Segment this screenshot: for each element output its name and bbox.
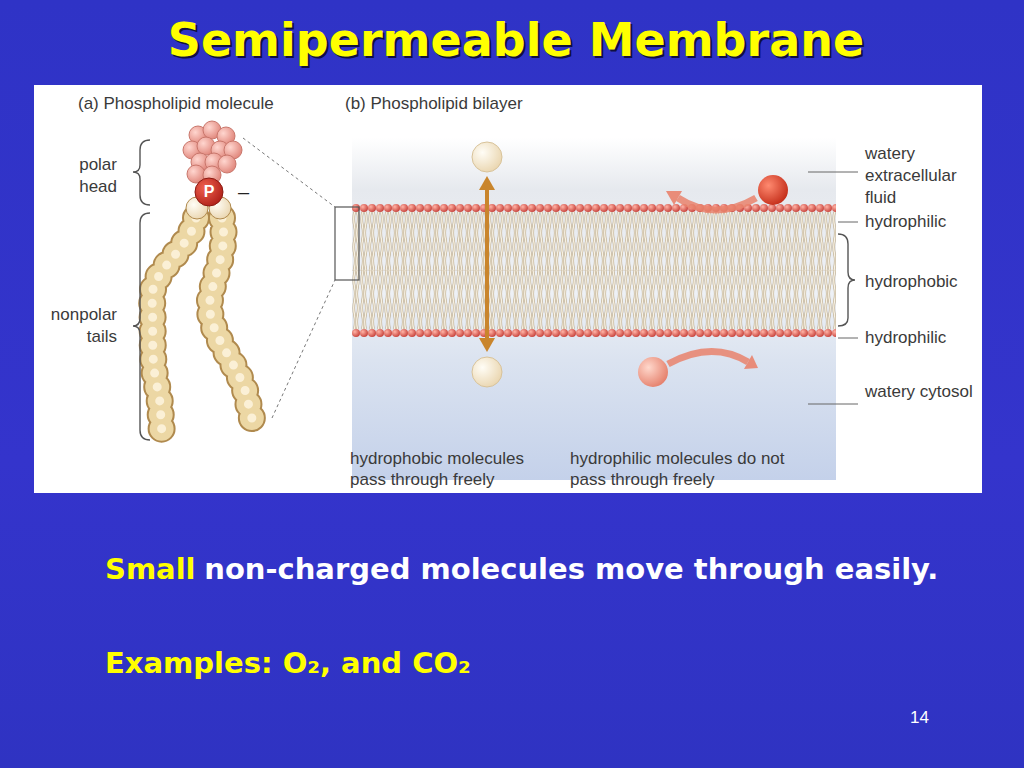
body-text: Smallnon-charged molecules move through … [105, 546, 955, 592]
layer-label: hydrophilic [865, 327, 977, 348]
text-box: P [199, 182, 219, 202]
part-label: nonpolar tails [25, 304, 117, 348]
highlight-word: Small [105, 552, 196, 586]
text-box: – [238, 181, 258, 203]
body-sentence: non-charged molecules move through easil… [204, 552, 938, 586]
text-box: hydrophilic [865, 211, 977, 232]
text-box: hydrophobic [865, 271, 977, 292]
text-box: watery extracellular fluid [865, 143, 977, 209]
atom-symbol: P [199, 182, 219, 202]
caption-note: hydrophilic molecules do not pass throug… [570, 448, 810, 490]
charge-sign: – [238, 181, 258, 203]
example-text: Examples: O₂, and CO₂ [105, 640, 955, 686]
text-box: 14 [910, 708, 970, 728]
slide-title: Semipermeable Membrane [4, 12, 1024, 68]
text-box: polar head [45, 154, 117, 198]
text-box: (b) Phospholipid bilayer [345, 93, 605, 114]
text-box: Examples: O₂, and CO₂ [105, 640, 955, 686]
panel-heading: (b) Phospholipid bilayer [345, 93, 605, 114]
layer-label: hydrophobic [865, 271, 977, 292]
region-label: watery cytosol [865, 381, 977, 403]
text-box: hydrophilic [865, 327, 977, 348]
text-box: hydrophobic molecules pass through freel… [350, 448, 550, 490]
text-box: (a) Phospholipid molecule [78, 93, 328, 114]
text-box: watery cytosol [865, 381, 977, 403]
text-box: hydrophilic molecules do not pass throug… [570, 448, 810, 490]
page-number: 14 [910, 708, 970, 728]
text-box: nonpolar tails [25, 304, 117, 348]
text-box: Semipermeable Membrane [4, 12, 1024, 68]
panel-heading: (a) Phospholipid molecule [78, 93, 328, 114]
region-label: watery extracellular fluid [865, 143, 977, 209]
caption-note: hydrophobic molecules pass through freel… [350, 448, 550, 490]
part-label: polar head [45, 154, 117, 198]
layer-label: hydrophilic [865, 211, 977, 232]
